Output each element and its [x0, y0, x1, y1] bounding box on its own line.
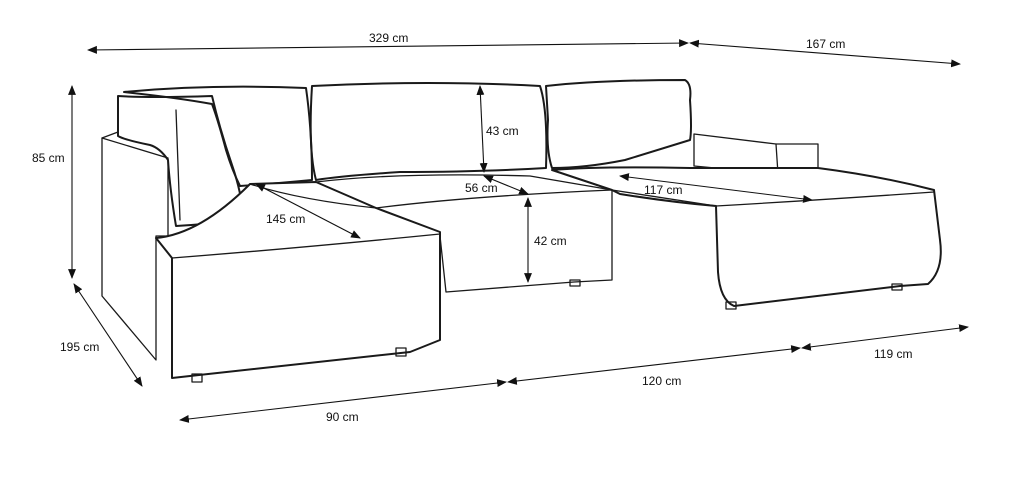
- dim-line-120: [507, 345, 801, 385]
- left-chaise: [155, 181, 441, 379]
- foot-right-2: [891, 283, 903, 291]
- pillow-seam: [175, 109, 181, 221]
- dim-line-119: [801, 324, 969, 351]
- middle-seat-front: [375, 189, 613, 209]
- label-chaise-depth-right: 167 cm: [806, 37, 846, 51]
- label-right-chaise-length: 117 cm: [644, 183, 683, 197]
- label-left-section-width: 90 cm: [326, 410, 359, 424]
- label-height: 85 cm: [32, 151, 65, 165]
- label-right-section-width: 119 cm: [874, 347, 913, 361]
- label-depth-left: 195 cm: [60, 340, 100, 354]
- dim-line-329: [87, 39, 689, 54]
- dim-line-56: [483, 175, 529, 195]
- left-armrest: [101, 137, 169, 361]
- label-backrest-height: 43 cm: [486, 124, 519, 138]
- dim-line-195: [73, 283, 143, 387]
- dim-line-90: [179, 379, 507, 423]
- left-chaise-top-edge: [155, 233, 441, 259]
- sofa-outline: [101, 79, 942, 383]
- right-chaise-top-edge: [611, 189, 935, 207]
- middle-seat-cushion: [315, 174, 613, 293]
- foot-mid: [569, 279, 581, 287]
- label-seat-depth: 56 cm: [465, 181, 498, 195]
- dim-line-167: [689, 39, 961, 68]
- label-middle-section-width: 120 cm: [642, 374, 682, 388]
- label-left-chaise-length: 145 cm: [266, 212, 306, 226]
- back-cushion-right: [545, 79, 692, 169]
- dim-line-145: [255, 183, 361, 239]
- dim-line-43: [476, 85, 488, 173]
- dimension-lines: [68, 39, 969, 423]
- left-armrest-top-edge: [101, 131, 119, 139]
- back-cushion-middle: [309, 82, 548, 181]
- dim-line-117: [619, 173, 813, 203]
- foot-left-1: [395, 347, 407, 357]
- label-seat-height: 42 cm: [534, 234, 567, 248]
- right-chaise: [551, 166, 942, 307]
- back-cushion-left: [123, 85, 313, 187]
- foot-right-1: [725, 301, 737, 310]
- label-total-width: 329 cm: [369, 31, 409, 45]
